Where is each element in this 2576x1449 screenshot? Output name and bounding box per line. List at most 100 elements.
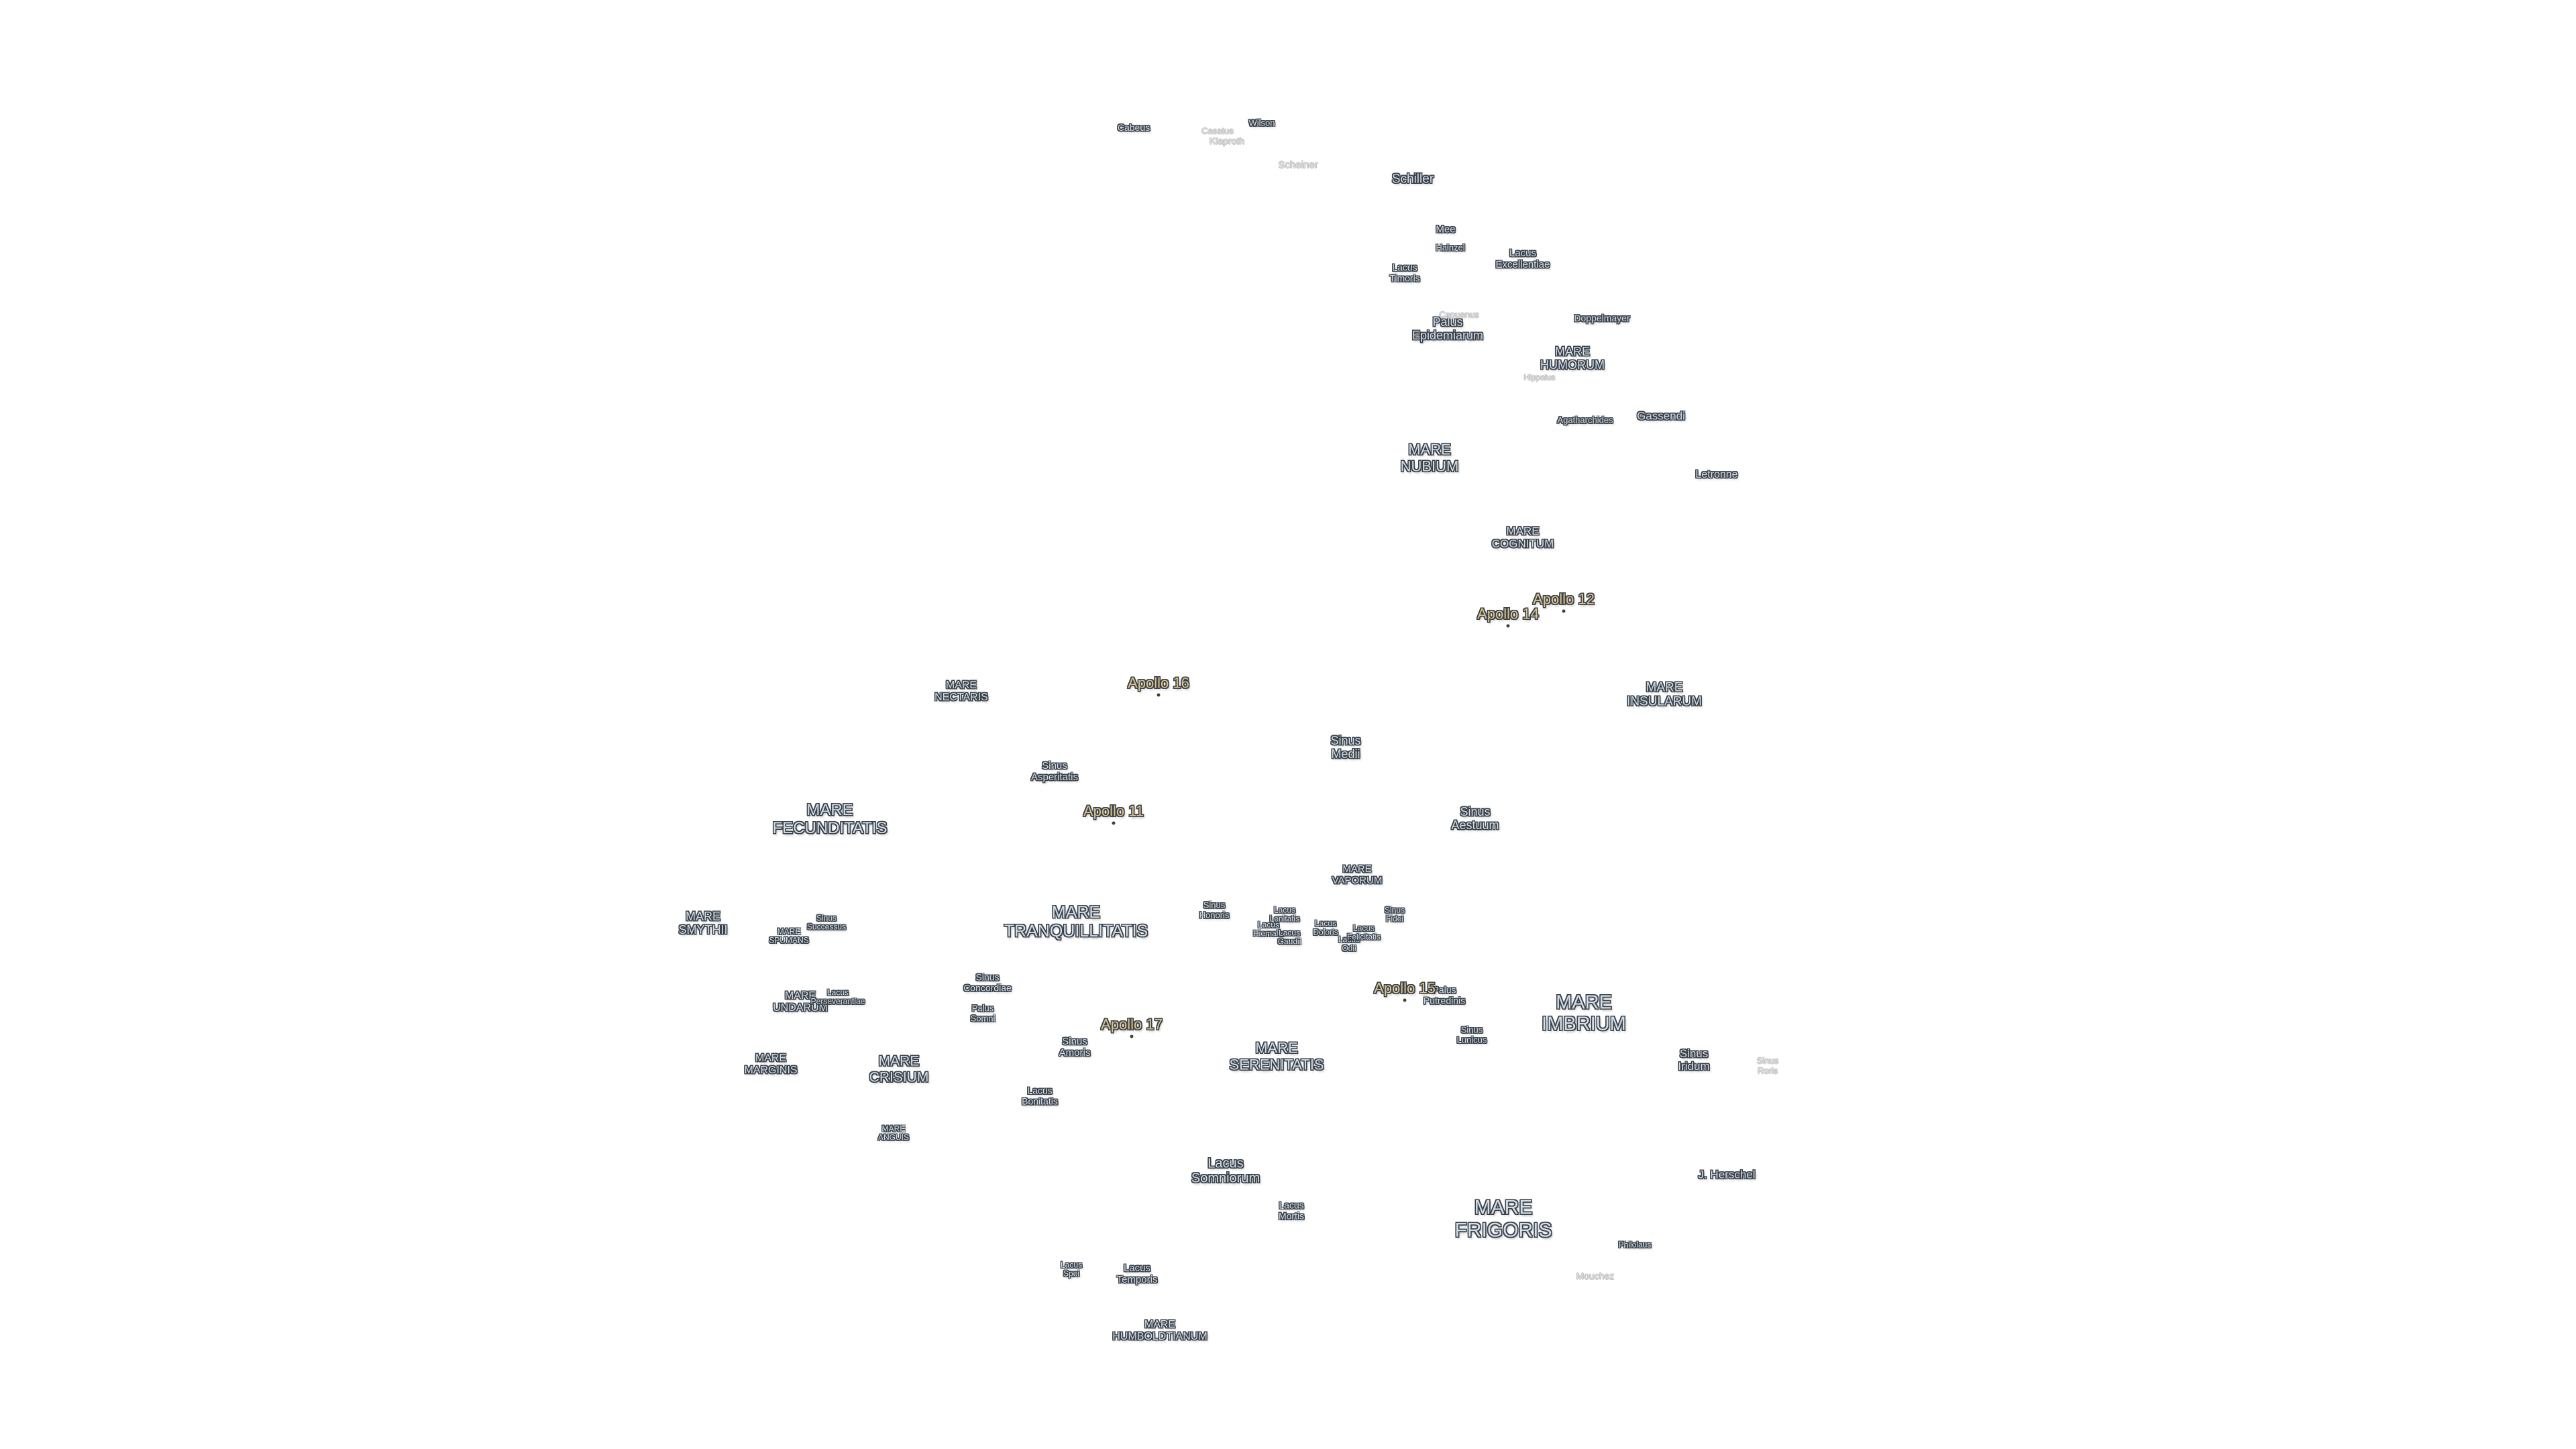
label-line: Mortis [1278, 1210, 1305, 1221]
label-line: INSULARUM [1627, 695, 1702, 709]
crater-doppelmayer-label: Doppelmayer [1574, 313, 1630, 324]
label-line: Lacus [1392, 262, 1417, 273]
apollo-17-label: Apollo 17 [1101, 1016, 1163, 1033]
label-line: Lacus [1208, 1156, 1244, 1171]
label-line: FECUNDITATIS [772, 819, 888, 837]
label-line: Roris [1757, 1065, 1778, 1075]
apollo-11-marker [1112, 821, 1116, 825]
label-line: SERENITATIS [1229, 1056, 1324, 1073]
apollo-17-marker [1130, 1034, 1134, 1038]
label-line: MARE [1646, 680, 1683, 695]
apollo-16-label: Apollo 16 [1128, 674, 1189, 692]
crater-mouchez-label: Mouchez [1576, 1271, 1615, 1282]
label-line: SPUMANS [769, 936, 809, 945]
label-line: Sinus [1042, 760, 1067, 772]
label-line: Lacus [1123, 1263, 1151, 1275]
label-line: MARE [1474, 1196, 1533, 1219]
label-line: IMBRIUM [1542, 1014, 1626, 1035]
label-line: Odii [1342, 944, 1356, 953]
label-line: Lacus [1027, 1085, 1053, 1096]
label-line: Sinus [1756, 1055, 1779, 1066]
label-line: Lunicus [1456, 1034, 1487, 1044]
crater-mee-label: Mee [1436, 223, 1456, 235]
label-line: Lacus [1352, 923, 1375, 933]
label-line: MARE [1408, 441, 1451, 458]
label-line: FRIGORIS [1454, 1219, 1552, 1241]
label-line: Medii [1331, 747, 1360, 761]
label-line: Putredinis [1423, 995, 1466, 1006]
apollo-15-label: Apollo 15 [1374, 979, 1436, 997]
crater-philolaus-label: Philolaus [1618, 1240, 1652, 1250]
crater-agatharchides-label: Agatharchides [1557, 415, 1613, 425]
label-line: Successus [806, 922, 847, 932]
label-line: MARGINIS [744, 1065, 798, 1076]
label-line: MARE [878, 1053, 920, 1069]
label-line: Palus [1432, 315, 1463, 329]
label-line: Sinus [975, 971, 1000, 983]
crater-wilson-label: Wilson [1248, 117, 1275, 128]
label-line: Aestuum [1451, 818, 1499, 832]
label-line: MARE [945, 680, 977, 692]
label-line: MARE [1342, 863, 1372, 875]
label-line: Fidei [1385, 914, 1403, 924]
label-line: Excellentiae [1495, 259, 1550, 270]
label-line: Felicitatis [1346, 932, 1381, 942]
label-line: MARE [1506, 524, 1540, 537]
apollo-16-marker [1157, 693, 1161, 697]
label-line: Iridum [1678, 1060, 1710, 1073]
apollo-14-marker [1506, 624, 1510, 628]
label-line: Spei [1063, 1269, 1080, 1279]
label-line: Lacus [1278, 928, 1301, 938]
label-line: UNDARUM [773, 1002, 828, 1014]
label-line: MARE [1255, 1039, 1298, 1057]
label-line: VAPORUM [1332, 875, 1383, 886]
label-line: Sinus [816, 913, 837, 923]
label-line: Timoris [1389, 272, 1420, 283]
label-line: Perseverantiae [810, 997, 865, 1006]
label-line: Lacus [1060, 1260, 1083, 1270]
crater-casatus-label: Casatus [1201, 125, 1234, 136]
label-line: Asperitatis [1030, 771, 1079, 783]
label-line: HUMBOLDTIANUM [1112, 1331, 1208, 1342]
label-line: Doloris [1313, 928, 1338, 937]
label-line: Amoris [1059, 1047, 1091, 1059]
apollo-12-label: Apollo 12 [1533, 590, 1595, 608]
label-line: Sinus [1330, 733, 1361, 747]
label-line: MARE [1144, 1319, 1176, 1331]
label-line: HUMORUM [1540, 358, 1605, 372]
label-line: Sinus [1460, 1024, 1483, 1035]
label-line: Lacus [826, 987, 849, 998]
label-line: MARE [777, 926, 801, 936]
label-line: NUBIUM [1400, 458, 1459, 474]
